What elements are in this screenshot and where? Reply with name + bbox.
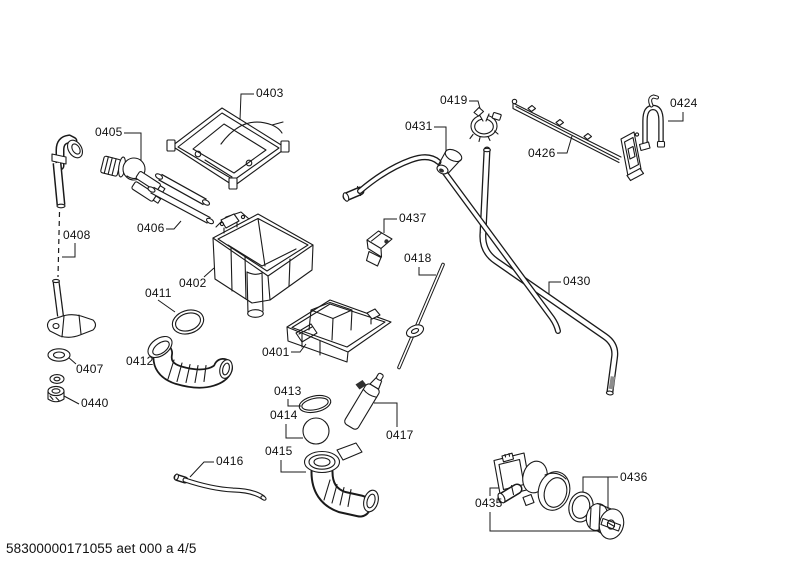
part-label-0435: 0435 — [475, 496, 503, 510]
part-label-0440: 0440 — [81, 396, 109, 410]
inlet-elbow-drawing — [51, 134, 84, 278]
part-label-0416: 0416 — [216, 454, 244, 468]
dispenser-housing-drawing — [212, 211, 314, 318]
fill-funnel-hose-drawing — [342, 148, 561, 334]
part-label-0412: 0412 — [126, 354, 154, 368]
outlet-funnel-drawing — [303, 442, 379, 518]
hose-holder-fork-drawing — [638, 94, 666, 152]
part-label-0437: 0437 — [399, 211, 427, 225]
level-rod-drawing — [397, 262, 445, 370]
dosing-bottle-drawing — [344, 372, 384, 430]
part-label-0430: 0430 — [563, 274, 591, 288]
thin-hose-drawing — [173, 473, 267, 501]
part-label-0401: 0401 — [262, 345, 290, 359]
part-label-0414: 0414 — [270, 408, 298, 422]
standpipe-washers-drawing — [46, 278, 97, 403]
part-label-0403: 0403 — [256, 86, 284, 100]
part-label-0411: 0411 — [145, 286, 172, 300]
corrugated-hose-drawing — [147, 335, 233, 389]
part-label-0402: 0402 — [179, 276, 207, 290]
top-frame-drawing — [166, 107, 290, 190]
part-label-0413: 0413 — [274, 384, 302, 398]
document-code: 58300000171055 aet 000 a 4/5 — [6, 541, 197, 556]
part-label-0426: 0426 — [528, 146, 556, 160]
crossmember-rail-drawing — [511, 98, 645, 182]
part-label-0436: 0436 — [620, 470, 648, 484]
o-ring-0411-drawing — [171, 309, 205, 335]
water-valve-drawing — [100, 155, 166, 204]
part-label-0417: 0417 — [386, 428, 414, 442]
drain-tube-drawing — [479, 146, 619, 396]
part-label-0405: 0405 — [95, 125, 123, 139]
leader-lines — [62, 93, 684, 532]
part-label-0415: 0415 — [265, 444, 293, 458]
part-label-0408: 0408 — [63, 228, 91, 242]
hose-clamp-drawing — [469, 106, 502, 143]
part-label-0407: 0407 — [76, 362, 104, 376]
drain-pump-drawing — [493, 452, 571, 511]
part-label-0424: 0424 — [670, 96, 698, 110]
retaining-clip-drawing — [365, 230, 393, 267]
part-label-0406: 0406 — [137, 221, 165, 235]
filter-cap-drawing — [585, 502, 625, 540]
part-label-0431: 0431 — [405, 119, 433, 133]
twin-hoses-drawing — [147, 173, 215, 225]
part-label-0418: 0418 — [404, 251, 432, 265]
part-label-0419: 0419 — [440, 93, 468, 107]
disc-0414-drawing — [302, 417, 330, 445]
detergent-drawer-drawing — [286, 299, 392, 363]
o-ring-0413-drawing — [298, 394, 332, 414]
